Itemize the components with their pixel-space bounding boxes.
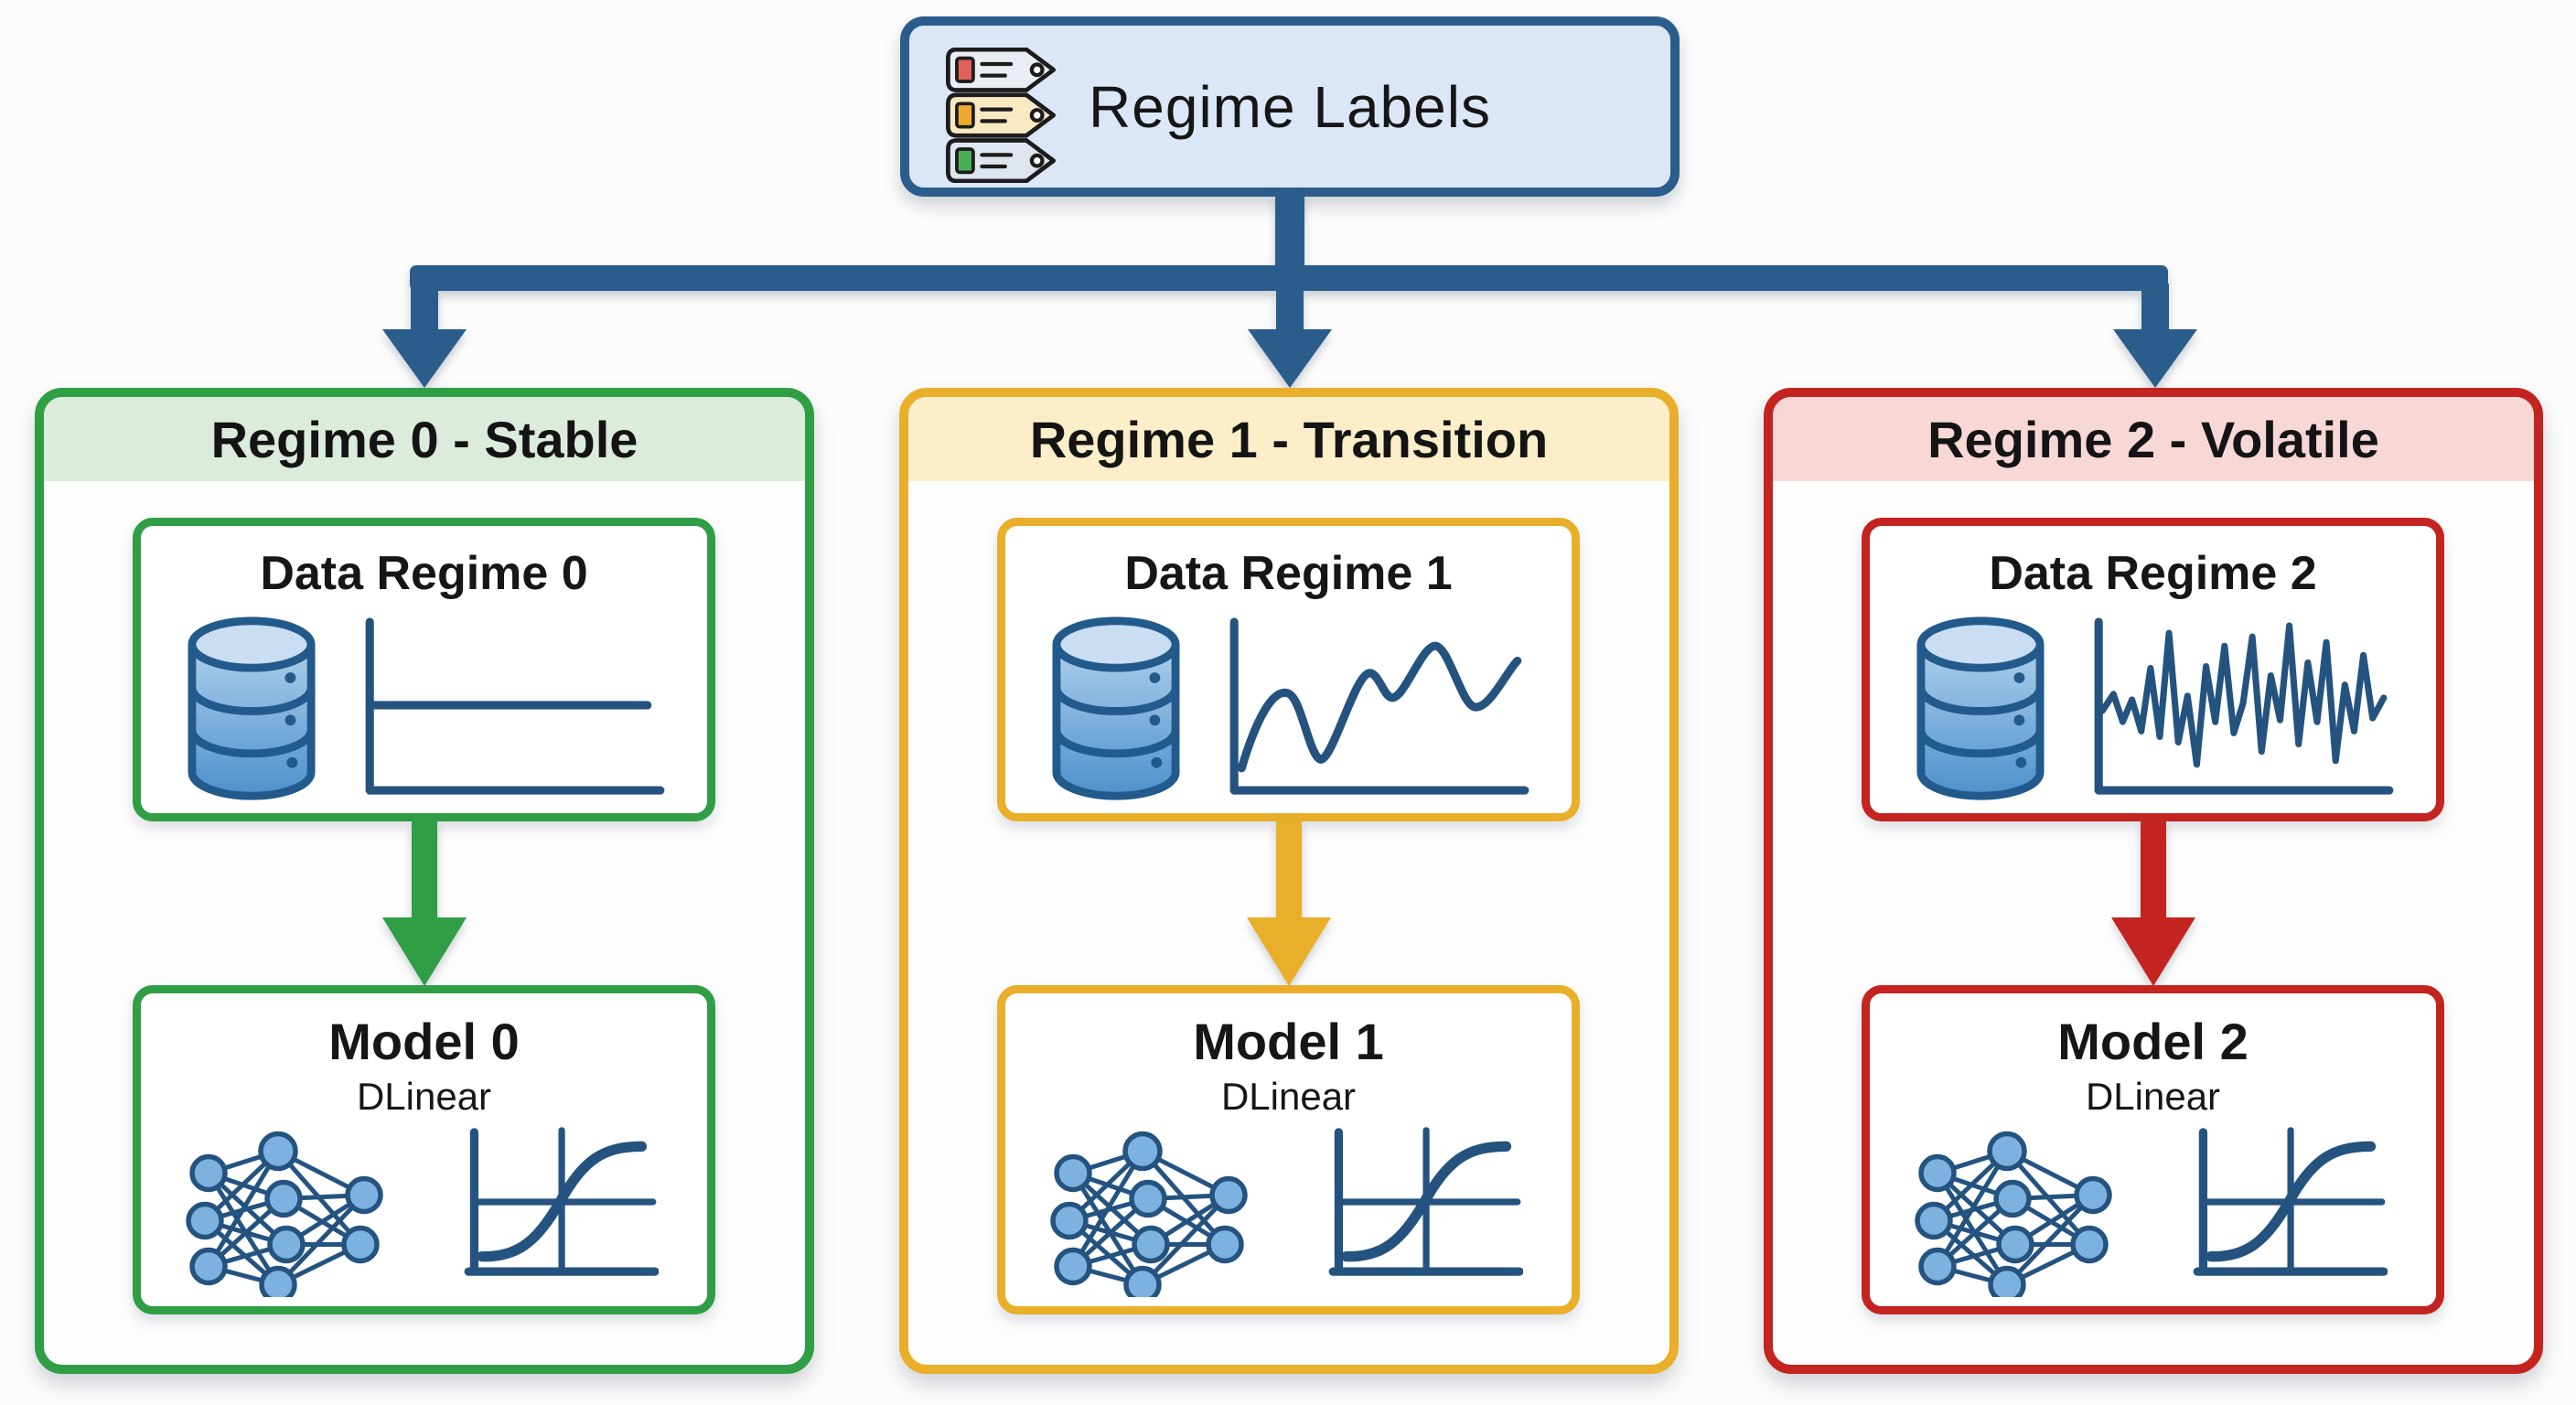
data-regime-2-box: Data Regime 2 [1862,518,2444,821]
sigmoid-curve [2205,1141,2377,1262]
regime-1-header: Regime 1 - Transition [908,397,1669,481]
model-2-title: Model 2 [2057,1013,2249,1070]
transition-series-chart-icon [1229,617,1530,795]
connector-arrowhead-right [2113,329,2197,388]
data-regime-1-box: Data Regime 1 [997,518,1580,821]
regime-0-title: Regime 0 - Stable [210,410,639,468]
model-2-subtitle: DLinear [2085,1075,2221,1118]
database-icon [1052,617,1180,800]
neural-network-icon [1050,1131,1248,1297]
connector-bar [410,265,2168,291]
regime-0-header: Regime 0 - Stable [44,397,805,481]
model-1-title: Model 1 [1193,1013,1384,1070]
regime-2-header: Regime 2 - Volatile [1773,397,2534,481]
model-2-box: Model 2 DLinear [1862,985,2444,1314]
regime-tags-icon [946,48,1057,183]
data-regime-1-title: Data Regime 1 [1124,547,1453,600]
stable-series-chart-icon [365,617,665,795]
regime-2-panel: Regime 2 - Volatile Data Regime 2 Model … [1764,388,2543,1374]
regime-0-panel: Regime 0 - Stable Data Regime 0 Model 0 … [35,388,814,1374]
connector-stem [1275,193,1304,270]
data-regime-0-title: Data Regime 0 [260,547,588,600]
regime-2-flow-arrow [2111,820,2195,986]
model-0-title: Model 0 [328,1013,520,1070]
rising-wave-line [1237,641,1522,773]
regime-labels-node: Regime Labels [900,16,1680,197]
activation-curve-chart-icon [1328,1127,1523,1276]
database-icon [1916,617,2045,800]
activation-curve-chart-icon [464,1127,659,1276]
model-1-box: Model 1 DLinear [997,985,1580,1314]
regime-1-title: Regime 1 - Transition [1029,410,1549,468]
activation-curve-chart-icon [2193,1127,2388,1276]
volatile-spiky-line [2098,622,2388,768]
connector-arrowhead-middle [1248,329,1332,388]
model-0-subtitle: DLinear [356,1075,492,1118]
data-regime-0-box: Data Regime 0 [133,518,715,821]
regime-2-title: Regime 2 - Volatile [1927,410,2379,468]
sigmoid-curve [476,1141,648,1262]
regime-1-panel: Regime 1 - Transition Data Regime 1 Mode… [899,388,1679,1374]
neural-network-icon [1915,1131,2112,1297]
neural-network-icon [186,1131,383,1297]
database-icon [188,617,316,800]
regime-labels-title: Regime Labels [1089,73,1491,140]
model-1-subtitle: DLinear [1220,1075,1357,1118]
volatile-series-chart-icon [2094,617,2394,795]
data-regime-2-title: Data Regime 2 [1989,547,2317,600]
tag-yellow [946,92,1057,138]
connector-arrowhead-left [382,329,467,388]
tag-red [946,48,1057,92]
tag-green [946,138,1057,183]
split-connector-arrows [382,193,2197,388]
model-0-box: Model 0 DLinear [133,985,715,1314]
regime-1-flow-arrow [1247,820,1331,986]
regime-0-flow-arrow [382,820,467,986]
sigmoid-curve [1340,1141,1512,1262]
